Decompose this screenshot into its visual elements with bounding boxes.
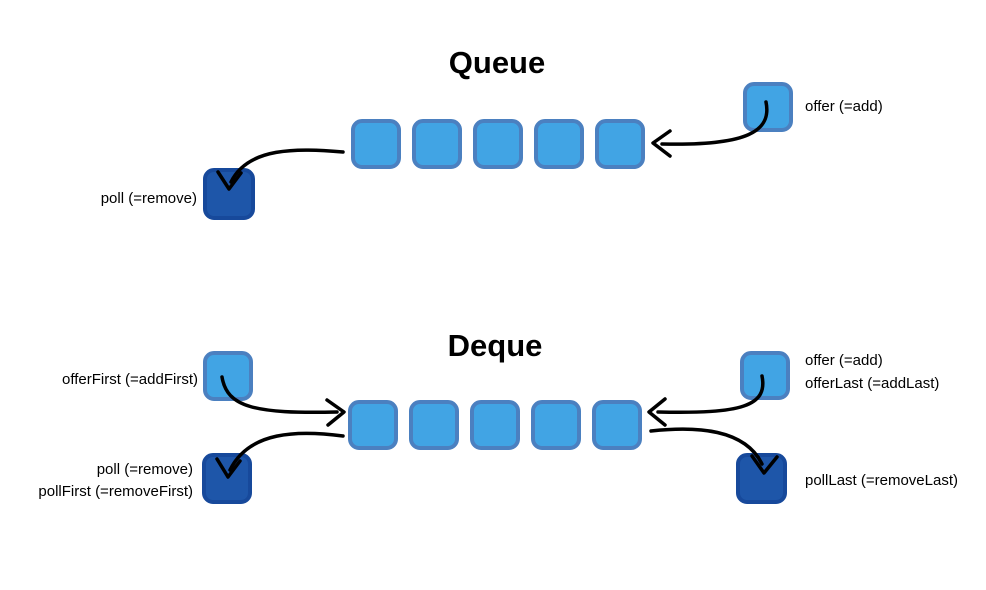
deque-poll-label-line1: poll (=remove) bbox=[97, 461, 193, 478]
queue-poll-box bbox=[203, 168, 255, 220]
deque-cell bbox=[531, 400, 581, 450]
deque-poll-first-arrowhead-icon bbox=[215, 457, 242, 479]
deque-offer-label-line2: offerLast (=addLast) bbox=[805, 375, 939, 392]
queue-poll-arrow bbox=[229, 148, 345, 184]
queue-title: Queue bbox=[449, 45, 545, 80]
deque-offer-first-arrow bbox=[220, 375, 339, 415]
deque-poll-last-box bbox=[736, 453, 787, 504]
queue-offer-arrowhead-icon bbox=[651, 129, 672, 158]
deque-cell-row bbox=[348, 400, 642, 450]
queue-cell bbox=[595, 119, 645, 169]
queue-poll-arrowhead-icon bbox=[216, 170, 243, 191]
deque-offer-first-label: offerFirst (=addFirst) bbox=[62, 371, 198, 388]
deque-poll-last-label: pollLast (=removeLast) bbox=[805, 472, 958, 489]
queue-offer-arrow bbox=[660, 100, 769, 146]
deque-cell bbox=[470, 400, 520, 450]
deque-offer-first-arrowhead-icon bbox=[325, 398, 346, 427]
deque-poll-last-arrowhead-icon bbox=[750, 454, 779, 475]
deque-offer-label-line1: offer (=add) bbox=[805, 352, 883, 369]
deque-offer-last-arrow bbox=[656, 374, 765, 415]
deque-poll-first-box bbox=[202, 453, 252, 504]
deque-cell bbox=[592, 400, 642, 450]
deque-poll-first-arrow bbox=[228, 431, 345, 472]
queue-cell bbox=[534, 119, 584, 169]
deque-title: Deque bbox=[448, 328, 543, 363]
deque-offer-last-arrowhead-icon bbox=[647, 397, 667, 427]
deque-cell bbox=[348, 400, 398, 450]
deque-poll-label-line2: pollFirst (=removeFirst) bbox=[38, 483, 193, 500]
queue-cell bbox=[473, 119, 523, 169]
queue-offer-label: offer (=add) bbox=[805, 98, 883, 115]
queue-poll-label: poll (=remove) bbox=[101, 190, 197, 207]
deque-poll-last-arrow bbox=[649, 427, 764, 466]
deque-offer-last-box bbox=[740, 351, 790, 400]
deque-offer-first-box bbox=[203, 351, 253, 401]
queue-cell-row bbox=[351, 119, 645, 169]
queue-cell bbox=[351, 119, 401, 169]
queue-cell bbox=[412, 119, 462, 169]
deque-cell bbox=[409, 400, 459, 450]
